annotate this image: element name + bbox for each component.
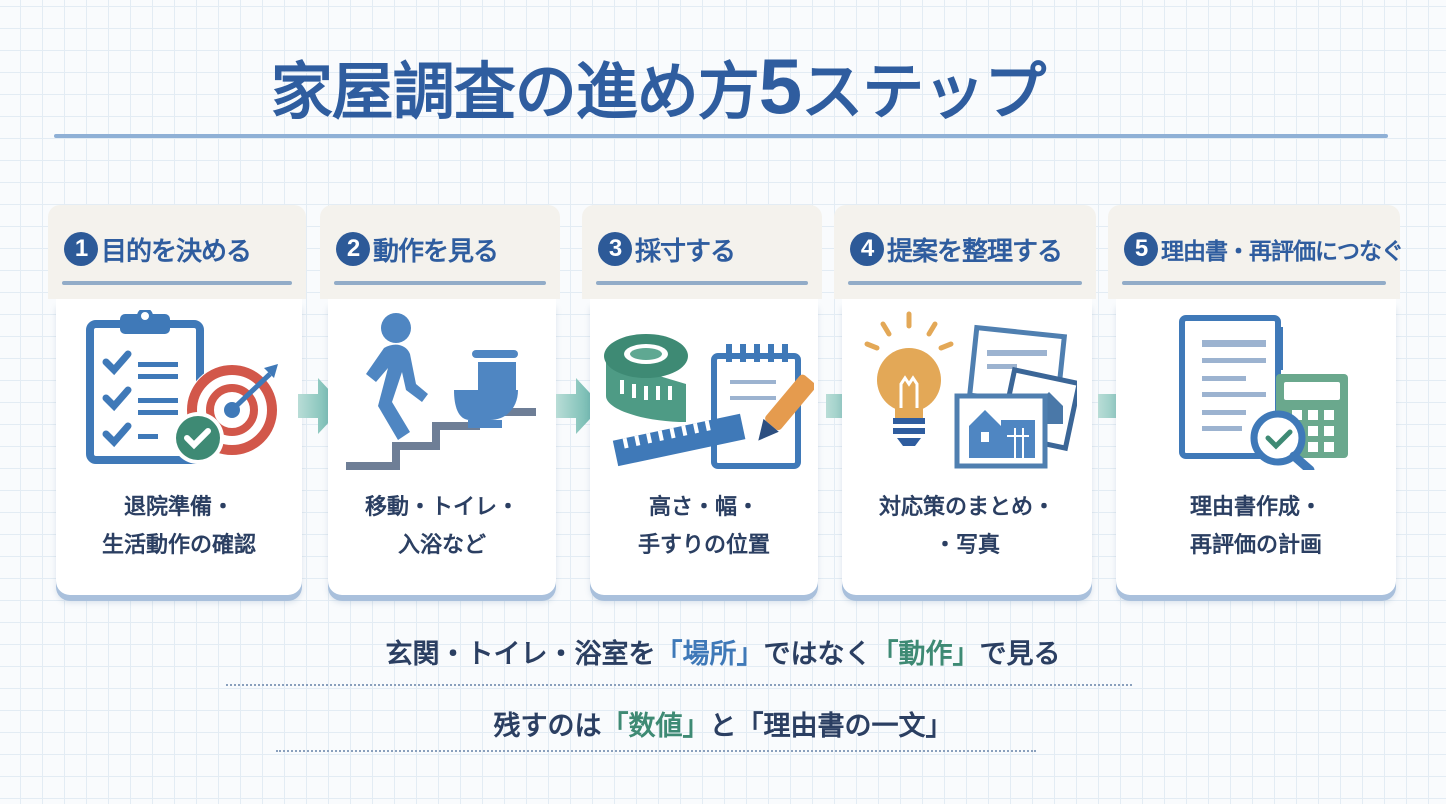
step-description: 退院準備・ 生活動作の確認	[56, 489, 302, 565]
arrow-right-icon	[298, 378, 344, 434]
header-divider	[1122, 281, 1386, 285]
step-label: 採寸する	[635, 236, 736, 267]
desc-line: 対応策のまとめ・	[878, 495, 1055, 520]
step-body: 退院準備・ 生活動作の確認	[56, 299, 302, 595]
step-number-badge: 4	[850, 232, 884, 266]
desc-line: 理由書作成・	[1189, 495, 1322, 520]
note-text: 残すのは	[493, 711, 602, 742]
header-divider	[334, 281, 546, 285]
step-body: 移動・トイレ・ 入浴など	[328, 299, 556, 595]
step-label: 提案を整理する	[887, 236, 1063, 267]
note-text: 玄関・トイレ・浴室を	[385, 639, 656, 670]
desc-line: 高さ・幅・	[648, 495, 759, 520]
desc-line: ・写真	[933, 533, 1000, 558]
step-description: 理由書作成・ 再評価の計画	[1116, 489, 1396, 565]
step-label: 目的を決める	[101, 236, 252, 267]
desc-line: 退院準備・	[123, 495, 234, 520]
desc-line: 移動・トイレ・	[364, 495, 519, 520]
person-stairs-toilet-icon	[328, 305, 556, 475]
highlight-location: 「場所」	[655, 639, 764, 670]
step-description: 高さ・幅・ 手すりの位置	[590, 489, 818, 565]
lightbulb-photos-icon	[842, 305, 1092, 475]
key-point-1: 玄関・トイレ・浴室を「場所」ではなく「動作」で見る	[0, 632, 1446, 671]
step-description: 対応策のまとめ・ ・写真	[842, 489, 1092, 565]
tape-ruler-notepad-icon	[590, 305, 818, 475]
step-body: 高さ・幅・ 手すりの位置	[590, 299, 818, 595]
dotted-divider	[276, 750, 1036, 752]
highlight-numbers: 「数値」	[601, 711, 710, 742]
step-number-badge: 2	[336, 232, 370, 266]
title-divider	[54, 134, 1388, 138]
step-body: 対応策のまとめ・ ・写真	[842, 299, 1092, 595]
highlight-action: 「動作」	[871, 639, 980, 670]
arrow-right-icon	[556, 378, 602, 434]
header-divider	[848, 281, 1082, 285]
note-text: と	[709, 711, 737, 742]
title-number: 5	[758, 42, 802, 130]
desc-line: 生活動作の確認	[101, 533, 256, 558]
page-title: 家屋調査の進め方5ステップ	[0, 42, 1446, 136]
step-label: 理由書・再評価につなぐ	[1161, 239, 1404, 265]
desc-line: 再評価の計画	[1189, 533, 1322, 558]
highlight-reason-sentence: 「理由書の一文」	[736, 711, 953, 742]
header-divider	[596, 281, 808, 285]
key-point-2: 残すのは「数値」と「理由書の一文」	[0, 704, 1446, 743]
step-body: 理由書作成・ 再評価の計画	[1116, 299, 1396, 595]
step-number-badge: 3	[598, 232, 632, 266]
desc-line: 手すりの位置	[637, 533, 770, 558]
note-text: で見る	[979, 639, 1061, 670]
step-number-badge: 1	[64, 232, 98, 266]
document-calculator-icon	[1116, 305, 1396, 475]
step-number-badge: 5	[1124, 232, 1158, 266]
dotted-divider	[226, 684, 1132, 686]
step-label: 動作を見る	[373, 236, 499, 267]
step-description: 移動・トイレ・ 入浴など	[328, 489, 556, 565]
note-text: ではなく	[763, 639, 872, 670]
title-text: 家屋調査の進め方	[270, 55, 760, 128]
desc-line: 入浴など	[397, 533, 486, 558]
clipboard-target-icon	[56, 305, 302, 475]
title-suffix: ステップ	[801, 55, 1046, 128]
header-divider	[62, 281, 292, 285]
